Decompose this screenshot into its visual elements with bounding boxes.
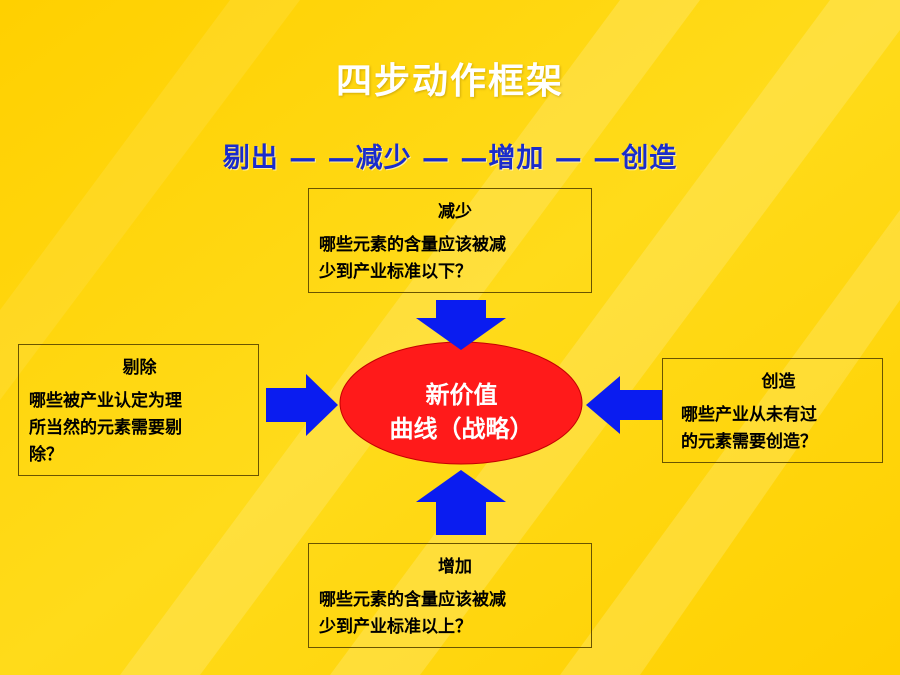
create-box-line1: 哪些产业从未有过 [681,405,817,425]
center-label-line2: 曲线（战略） [389,415,534,443]
eliminate-box-line3: 除？ [29,445,63,465]
create-box-title: 创造 [761,372,796,392]
raise-box: 增加 哪些元素的含量应该被减 少到产业标准以上？ [308,543,592,648]
slide-title: 四步动作框架 [335,61,564,102]
eliminate-box-title: 剔除 [122,358,157,378]
eliminate-box-line2: 所当然的元素需要剔 [29,418,182,438]
reduce-box-line1: 哪些元素的含量应该被减 [319,235,506,255]
create-box: 创造 哪些产业从未有过 的元素需要创造？ [662,358,883,463]
create-box-line2: 的元素需要创造？ [681,432,817,452]
reduce-box: 减少 哪些元素的含量应该被减 少到产业标准以下？ [308,188,592,293]
arrow-up-icon [416,470,506,535]
eliminate-box-line1: 哪些被产业认定为理 [29,391,182,411]
center-label-line1: 新价值 [425,381,498,409]
raise-box-line1: 哪些元素的含量应该被减 [319,590,506,610]
reduce-box-title: 减少 [438,202,472,222]
arrow-down-icon [416,300,506,350]
center-label: 新价值 曲线（战略） [340,378,583,446]
eliminate-box: 剔除 哪些被产业认定为理 所当然的元素需要剔 除？ [18,344,259,476]
arrow-left-icon [586,376,662,434]
arrow-right-icon [266,374,338,436]
raise-box-line2: 少到产业标准以上？ [319,617,472,637]
slide-subtitle: 剔出 — —减少 — —增加 — —创造 [222,143,678,174]
reduce-box-line2: 少到产业标准以下？ [319,262,472,282]
raise-box-title: 增加 [438,557,472,577]
